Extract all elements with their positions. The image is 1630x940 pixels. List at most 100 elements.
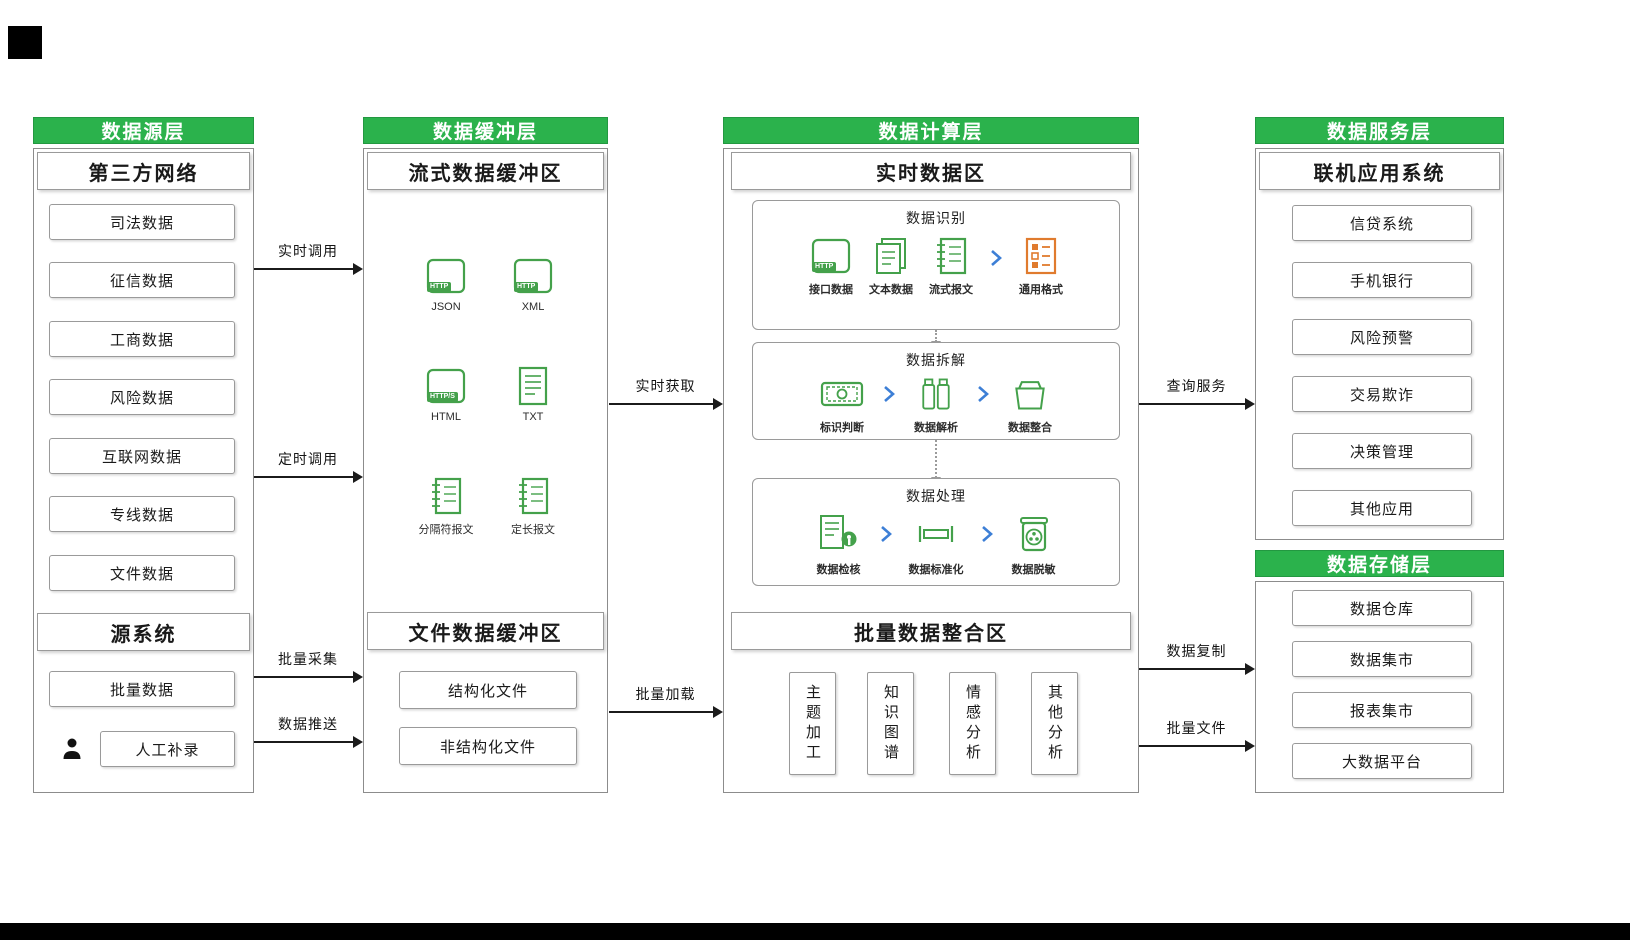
xml-icon: HTTP	[511, 256, 555, 296]
source-item: 风险数据	[49, 379, 235, 415]
stage-item-cell: 数据整合	[1006, 374, 1054, 435]
arrow-scheduled-call: 定时调用	[254, 448, 363, 483]
source-item: 批量数据	[49, 671, 235, 707]
chevron-right-icon	[882, 374, 896, 414]
batch-item-label: 情感分析	[964, 683, 981, 764]
arrow-batch-load: 批量加载	[609, 683, 723, 718]
icon-label: 数据解析	[914, 422, 958, 434]
storage-item: 大数据平台	[1292, 743, 1472, 779]
arrow-label: 批量文件	[1166, 720, 1227, 736]
html-icon: HTTP/S	[424, 366, 468, 406]
buffer-layer-header: 数据缓冲层	[363, 117, 608, 144]
icon-label: 通用格式	[1019, 284, 1063, 296]
stream-format-cell: HTTP JSON	[406, 256, 486, 313]
stage-item-cell: 数据检核	[815, 512, 863, 577]
arrow-realtime-fetch: 实时获取	[609, 375, 723, 410]
flow-connector	[931, 440, 941, 485]
batch-item-label: 知识图谱	[882, 683, 899, 764]
source-item: 文件数据	[49, 555, 235, 591]
http-badge: HTTP	[812, 262, 837, 272]
chevron-right-icon	[980, 512, 994, 556]
flow-connector	[931, 330, 941, 349]
service-item: 交易欺诈	[1292, 376, 1472, 412]
source-item: 专线数据	[49, 496, 235, 532]
batch-item-label: 其他分析	[1046, 683, 1063, 764]
arrow-label: 数据复制	[1166, 643, 1227, 659]
icon-label: 分隔符报文	[418, 524, 474, 536]
storage-item: 报表集市	[1292, 692, 1472, 728]
stage-data-processing: 数据处理 数据检核 数据标准化	[752, 478, 1120, 586]
source-layer-header: 数据源层	[33, 117, 254, 144]
file-buffer-item: 结构化文件	[399, 671, 577, 709]
stream-format-cell: 定长报文	[493, 476, 573, 537]
batch-item: 主题加工	[789, 672, 836, 775]
service-item: 风险预警	[1292, 319, 1472, 355]
stage-item-cell: 标识判断	[818, 374, 866, 435]
source-item: 征信数据	[49, 262, 235, 298]
file-buffer-item: 非结构化文件	[399, 727, 577, 765]
arrow-batch-collect: 批量采集	[254, 648, 363, 683]
delimiter-message-icon	[424, 476, 468, 516]
arrow-label: 数据推送	[278, 716, 338, 732]
json-icon: HTTP	[424, 256, 468, 296]
service-layer-header: 数据服务层	[1255, 117, 1504, 144]
arrow-label: 实时调用	[278, 243, 338, 259]
identify-judge-icon	[818, 374, 866, 414]
stage-data-disassembly: 数据拆解 标识判断 数据解析	[752, 342, 1120, 440]
icon-label: 标识判断	[820, 422, 864, 434]
batch-item-label: 主题加工	[804, 683, 821, 764]
stage-item-cell: 数据标准化	[909, 512, 964, 577]
stage-item-cell: 流式报文	[929, 236, 973, 297]
icon-label: XML	[521, 301, 545, 313]
data-check-icon	[815, 512, 863, 556]
stage-title: 数据拆解	[906, 352, 966, 368]
arrow-label: 实时获取	[635, 378, 696, 394]
icon-label: HTML	[431, 411, 461, 423]
stage-title: 数据处理	[906, 488, 966, 504]
icon-label: TXT	[522, 411, 544, 423]
source-system-title: 源系统	[37, 613, 250, 651]
arrow-label: 批量采集	[278, 651, 338, 667]
batch-integration-title: 批量数据整合区	[731, 612, 1131, 650]
storage-item: 数据集市	[1292, 641, 1472, 677]
icon-label: 数据标准化	[908, 564, 964, 576]
icon-label: 数据检核	[816, 564, 861, 576]
icon-label: JSON	[431, 301, 461, 313]
arrow-label: 批量加载	[635, 686, 696, 702]
stream-message-icon	[929, 236, 973, 276]
fixed-length-message-icon	[511, 476, 555, 516]
icon-label: 定长报文	[511, 524, 555, 536]
source-item: 人工补录	[100, 731, 235, 767]
txt-icon	[511, 366, 555, 406]
service-item: 决策管理	[1292, 433, 1472, 469]
data-mask-icon	[1010, 512, 1058, 556]
storage-item: 数据仓库	[1292, 590, 1472, 626]
http-badge: HTTP	[514, 282, 539, 292]
file-buffer-title: 文件数据缓冲区	[367, 612, 604, 650]
chevron-right-icon	[976, 374, 990, 414]
source-item: 工商数据	[49, 321, 235, 357]
stage-item-cell: 数据脱敏	[1010, 512, 1058, 577]
chevron-right-icon	[989, 236, 1003, 280]
stage-item-cell: 文本数据	[869, 236, 913, 297]
stream-format-cell: 分隔符报文	[406, 476, 486, 537]
http-badge: HTTP	[427, 282, 452, 292]
bottom-bar	[0, 923, 1630, 940]
stage-data-recognition: 数据识别 HTTP 接口数据 文本数据 流式报文	[752, 200, 1120, 330]
stage-item-cell: 通用格式	[1019, 236, 1063, 297]
data-merge-icon	[1006, 374, 1054, 414]
text-data-icon	[869, 236, 913, 276]
batch-item: 情感分析	[949, 672, 996, 775]
compute-layer-header: 数据计算层	[723, 117, 1139, 144]
source-item: 互联网数据	[49, 438, 235, 474]
arrow-batch-file: 批量文件	[1139, 717, 1255, 752]
stream-format-cell: TXT	[493, 366, 573, 423]
interface-data-icon: HTTP	[809, 236, 853, 276]
arrow-data-push: 数据推送	[254, 713, 363, 748]
service-item: 信贷系统	[1292, 205, 1472, 241]
arrow-label: 查询服务	[1166, 378, 1227, 394]
realtime-area-title: 实时数据区	[731, 152, 1131, 190]
service-item: 其他应用	[1292, 490, 1472, 526]
storage-layer-header: 数据存储层	[1255, 550, 1504, 577]
